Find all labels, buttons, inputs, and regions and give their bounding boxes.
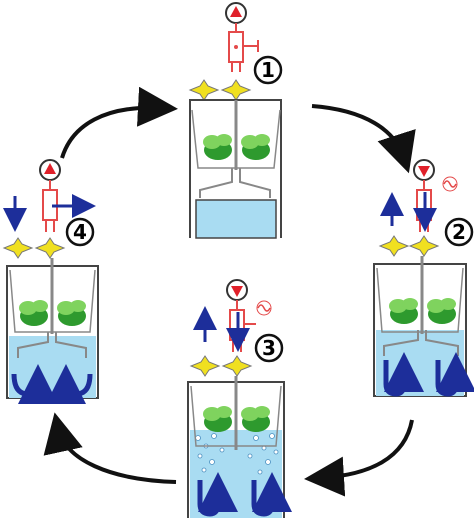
cycle-arrow-4-to-1 (60, 86, 178, 159)
yellow-valves (378, 235, 440, 257)
water-reservoir (195, 199, 277, 239)
step-number-badge (65, 217, 95, 247)
step-2: 2 (373, 159, 474, 397)
yellow-valves (188, 79, 252, 101)
water-flow-arrows (197, 472, 292, 517)
red-pipe-fitting (229, 300, 256, 352)
plant-icon (203, 406, 270, 432)
red-pipe-fitting (228, 23, 259, 72)
step-number: 1 (261, 58, 275, 82)
water-reservoir (9, 336, 96, 398)
electric-wave-icon (443, 180, 457, 188)
grow-container (6, 258, 99, 399)
pump-down-arrow-icon (231, 286, 243, 297)
electric-wave-icon (257, 304, 271, 312)
step-number-badge (253, 55, 283, 85)
cycle-arrow-2-to-3 (304, 419, 414, 497)
plant-icon (19, 300, 86, 326)
cycle-arrow-1-to-2 (311, 104, 416, 174)
water-flow-arrows (383, 352, 474, 397)
plant-icon (389, 298, 456, 324)
pump-up-arrow-icon (44, 163, 56, 174)
step-1: 1 (188, 2, 283, 239)
cycle-arrow-3-to-4 (43, 412, 177, 484)
water-reservoir (376, 330, 464, 396)
step-number: 2 (452, 220, 466, 244)
step-3: 3 (187, 279, 292, 518)
yellow-valves (2, 237, 66, 259)
grow-container (189, 99, 282, 239)
pump-up-arrow-icon (230, 6, 242, 17)
water-flow-arrows (11, 364, 93, 405)
step-number: 3 (262, 336, 276, 360)
cycle-arrows (43, 86, 416, 497)
pump-down-arrow-icon (418, 166, 430, 177)
step-number: 4 (73, 220, 87, 244)
step-number-badge (254, 333, 284, 363)
step-4: 4 (2, 159, 99, 405)
yellow-valves (189, 355, 253, 377)
step-number-badge (444, 217, 474, 247)
plant-icon (203, 134, 270, 160)
